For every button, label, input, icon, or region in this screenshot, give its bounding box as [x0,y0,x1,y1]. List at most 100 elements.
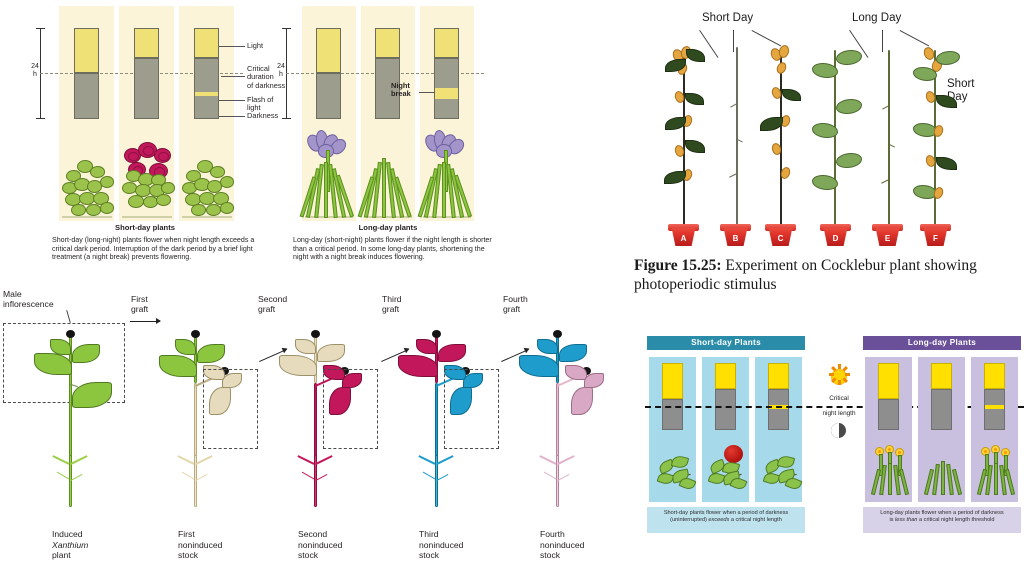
sd-axis-label: 24 h [31,63,39,78]
cocklebur-pot-c-rim [765,224,796,231]
critical-night-length-label-2: night length [822,410,856,417]
sd-axis-tick-bot [36,118,45,119]
graft-arrow-label-2: Second graft [258,294,288,314]
graft-plant-second-stock [279,325,390,510]
ld-ground-2 [364,216,412,218]
sdp-bar-2-dark [715,389,736,430]
panel-short-day: 24 h Light Critical duration of darkness… [0,0,290,288]
cocklebur-pot-a-letter: A [680,234,687,243]
graft-arrow-label-1: First graft [131,294,149,314]
ldp-footer-italic: less than [895,517,918,524]
ldp-header-bar [863,336,1021,350]
graft-label-first-stock: First noninduced stock [178,519,222,561]
moon-icon [831,423,846,438]
graft-label-fourth-stock: Fourth noninduced stock [540,519,584,561]
critical-night-length-label-1: Critical [829,395,849,402]
ld-bar-1-light [316,28,341,73]
sd-plant-3-nonflowering [180,152,236,216]
sdp-footer-line-2a: (uninterrupted) [670,517,709,524]
sd-ground-3 [182,216,232,218]
cocklebur-leader-c [751,30,782,47]
sdp-plant-3-nonflowering [761,451,803,493]
cocklebur-plant-d [812,45,864,225]
cocklebur-figure-caption-text: Experiment on Cocklebur plant showing ph… [634,257,977,293]
cocklebur-pot-e-letter: E [884,234,891,243]
ldp-footer-line-2a: is [889,517,896,524]
sdp-rose-flower [724,445,743,463]
graft-male-inflorescence-label: Male inflorescence [3,289,54,309]
sdp-bar-1-light [662,363,683,399]
ldp-bar-2-dark [931,389,952,430]
ld-ground-1 [305,216,353,218]
ldp-plant-2-nonflowering [923,455,963,496]
ldp-bar-1-dark [878,399,899,430]
cocklebur-figure-number: Figure 15.25: [634,257,722,274]
ld-bar-3-night-break [435,88,458,99]
cocklebur-pot-c-letter: C [777,234,784,243]
ldp-plant-1-flowering [870,445,910,496]
cocklebur-plant-e [870,45,910,225]
ld-ground-3 [423,216,471,218]
sdp-plant-1-nonflowering [655,451,697,493]
ld-plant-3-flowering [417,128,476,219]
ldp-bar-1-light [878,363,899,399]
cocklebur-pot-e-rim [872,224,903,231]
sd-bar-3-flash [195,92,218,96]
sd-legend-leader-light [219,46,245,47]
graft-label-third-stock-text: Third noninduced stock [419,529,464,561]
sd-panel-caption: Short-day (long-night) plants flower whe… [52,236,255,262]
sun-icon [828,364,850,385]
cocklebur-pot-f-rim [920,224,951,231]
graft-inflorescence-knob-2a [311,330,320,338]
sdp-plant-2-flowering [707,445,748,493]
graft-plant-third-stock [398,325,511,510]
ld-panel-caption: Long-day (short-night) plants flower if … [293,236,492,262]
graft-plant-fourth-stock [519,325,632,510]
sd-bar-3-dark [194,58,219,119]
sdp-footer-caption: Short-day plants flower when a period of… [647,507,805,533]
cocklebur-leader-f [899,30,930,47]
graft-male-inflorescence-leader [66,310,71,323]
sdp-footer-line-1: Short-day plants flower when a period of… [663,510,789,516]
cocklebur-pot-b [723,227,748,246]
graft-plant-induced [34,325,135,510]
graft-inflorescence-knob-3a [432,330,441,338]
graft-label-fourth-stock-text: Fourth noninduced stock [540,529,585,561]
ld-panel-title: Long-day plants [358,223,418,232]
sd-bar-2-light [134,28,159,58]
ld-night-break-leader [419,92,435,93]
graft-label-first-stock-text: First noninduced stock [178,529,223,561]
ldp-bar-3-light [984,363,1005,389]
cocklebur-pot-f-letter: F [933,234,938,243]
graft-arrow-1 [130,318,161,324]
ld-bar-2-dark [375,58,400,119]
graft-arrow-label-4: Fourth graft [503,294,528,314]
graft-arrow-label-3: Third graft [382,294,402,314]
graft-inflorescence-knob-0 [66,330,75,338]
sd-legend-label-flash-of-light: Flash of light [247,95,274,113]
cocklebur-pot-a-rim [668,224,699,231]
sd-bar-2-dark [134,58,159,119]
cocklebur-pot-d-rim [820,224,851,231]
cocklebur-pot-a [671,227,696,246]
sd-ground-2 [122,216,172,218]
cocklebur-pot-d [823,227,848,246]
ldp-footer-caption: Long-day plants flower when a period of … [863,507,1021,533]
ldp-header-label: Long-day Plants [907,338,977,347]
sd-legend-leader-flash [219,100,245,101]
sd-legend-leader-critical [221,76,245,77]
cocklebur-pot-d-letter: D [832,234,839,243]
sdp-footer-italic: exceeds [708,517,730,524]
sd-bar-1-light [74,28,99,73]
critical-night-length-dashed-line [645,406,1024,408]
ld-plant-1-flowering [299,128,358,219]
sd-legend-label-darkness: Darkness [247,111,279,120]
sd-bar-1-dark [74,73,99,119]
sdp-bar-2-light [715,363,736,389]
ld-bar-3-light [434,28,459,58]
ldp-bar-3-night-break [985,405,1004,409]
graft-label-second-stock-text: Second noninduced stock [298,529,343,561]
cocklebur-short-day-label: Short Day [702,12,754,24]
ldp-footer-line-2b: a critical night length threshold [917,517,995,524]
